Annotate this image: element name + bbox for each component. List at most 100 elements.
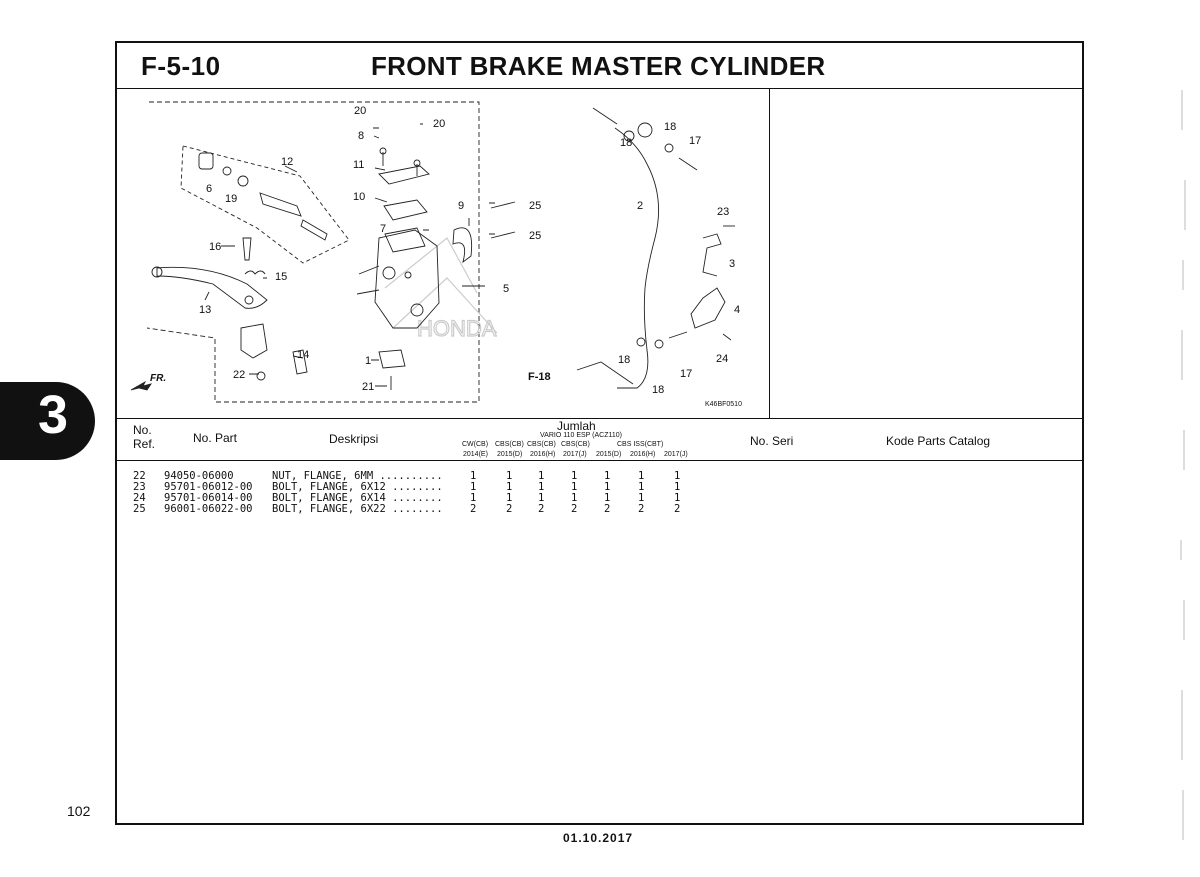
- table-row: 23 95701-06012-00 BOLT, FLANGE, 6X12 ...…: [117, 481, 1082, 493]
- callout-20b: 20: [433, 118, 446, 130]
- callout-11: 11: [353, 159, 365, 171]
- callout-18c: 18: [618, 354, 631, 366]
- header-year-6: 2016(H): [630, 451, 656, 458]
- row-ref: 23: [133, 481, 146, 493]
- callout-23: 23: [717, 206, 730, 218]
- callout-18d: 18: [652, 384, 665, 396]
- callout-25b: 25: [529, 230, 542, 242]
- header-model: VARIO 110 ESP (ACZ110): [540, 432, 622, 439]
- table-header-bottom-rule: [117, 460, 1082, 461]
- page-title: FRONT BRAKE MASTER CYLINDER: [371, 51, 826, 81]
- row-part-number: 95701-06014-00: [164, 492, 253, 504]
- header-year-3: 2016(H): [530, 451, 556, 458]
- row-qty: 1: [538, 481, 545, 493]
- callout-1: 1: [365, 355, 372, 367]
- row-qty: 2: [571, 503, 578, 515]
- row-qty: 1: [470, 481, 477, 493]
- row-qty: 2: [638, 503, 645, 515]
- callout-18a: 18: [620, 137, 633, 149]
- row-qty: 1: [674, 481, 681, 493]
- callout-20a: 20: [354, 105, 367, 117]
- table-header-top-rule: [117, 418, 1082, 419]
- table-row: 25 96001-06022-00 BOLT, FLANGE, 6X22 ...…: [117, 503, 1082, 515]
- row-ref: 24: [133, 492, 146, 504]
- catalog-page-frame: F-5-10 FRONT BRAKE MASTER CYLINDER HONDA: [115, 41, 1084, 825]
- header-year-4: 2017(J): [563, 451, 587, 458]
- callout-16: 16: [209, 241, 222, 253]
- callout-15: 15: [275, 271, 288, 283]
- callout-14: 14: [297, 349, 310, 361]
- callout-25a: 25: [529, 200, 542, 212]
- row-qty: 2: [674, 503, 681, 515]
- row-ref: 25: [133, 503, 146, 515]
- row-description: BOLT, FLANGE, 6X22 ........: [272, 503, 443, 515]
- row-qty: 2: [470, 503, 477, 515]
- header-no-part: No. Part: [193, 431, 238, 445]
- row-part-number: 94050-06000: [164, 470, 234, 482]
- row-qty: 2: [506, 503, 513, 515]
- header-no: No.: [133, 423, 152, 437]
- callout-18b: 18: [664, 121, 677, 133]
- row-qty: 1: [638, 470, 645, 482]
- header-variant-cbs2: CBS(CB): [527, 441, 556, 448]
- header-year-2: 2015(D): [497, 451, 523, 458]
- row-qty: 1: [470, 492, 477, 504]
- row-qty: 1: [604, 481, 611, 493]
- callout-9: 9: [458, 200, 465, 212]
- row-qty: 1: [674, 492, 681, 504]
- callout-5: 5: [503, 283, 510, 295]
- footer-date: 01.10.2017: [563, 831, 634, 845]
- row-description: BOLT, FLANGE, 6X14 ........: [272, 492, 443, 504]
- header-year-1: 2014(E): [463, 451, 488, 458]
- image-code: K46BF0510: [705, 401, 742, 408]
- section-code: F-5-10: [141, 51, 221, 81]
- row-qty: 1: [538, 492, 545, 504]
- page-number: 102: [67, 803, 91, 819]
- chapter-tab: [0, 382, 95, 460]
- row-qty: 1: [538, 470, 545, 482]
- callout-4: 4: [734, 304, 741, 316]
- svg-text:HONDA: HONDA: [417, 316, 497, 341]
- row-qty: 1: [604, 470, 611, 482]
- row-qty: 1: [674, 470, 681, 482]
- fr-label: FR.: [150, 373, 167, 384]
- row-qty: 1: [638, 492, 645, 504]
- callout-3: 3: [729, 258, 736, 270]
- row-qty: 1: [470, 470, 477, 482]
- reference-f18: F-18: [528, 371, 551, 383]
- table-row: 22 94050-06000 NUT, FLANGE, 6MM ........…: [117, 470, 1082, 482]
- header-no-seri: No. Seri: [750, 434, 794, 448]
- callout-24: 24: [716, 353, 729, 365]
- parts-diagram: HONDA: [130, 101, 735, 403]
- header-year-5: 2015(D): [596, 451, 622, 458]
- row-description: BOLT, FLANGE, 6X12 ........: [272, 481, 443, 493]
- header-kode-parts-catalog: Kode Parts Catalog: [886, 434, 991, 448]
- header-deskripsi: Deskripsi: [329, 432, 379, 446]
- diagram-divider: [769, 88, 770, 418]
- row-qty: 1: [638, 481, 645, 493]
- row-qty: 1: [506, 492, 513, 504]
- callout-6: 6: [206, 183, 213, 195]
- header-jumlah: Jumlah: [557, 419, 596, 433]
- scan-edge-marks: [1180, 90, 1186, 840]
- callout-2: 2: [637, 200, 644, 212]
- row-qty: 1: [571, 492, 578, 504]
- row-description: NUT, FLANGE, 6MM ..........: [272, 470, 443, 482]
- row-qty: 1: [571, 481, 578, 493]
- table-row: 24 95701-06014-00 BOLT, FLANGE, 6X14 ...…: [117, 492, 1082, 504]
- callout-8: 8: [358, 130, 365, 142]
- header-variant-iss: CBS ISS(CBT): [617, 441, 664, 448]
- callout-10: 10: [353, 191, 366, 203]
- callout-13: 13: [199, 304, 212, 316]
- callout-12: 12: [281, 156, 294, 168]
- title-row: F-5-10 FRONT BRAKE MASTER CYLINDER: [117, 43, 1082, 89]
- row-qty: 2: [604, 503, 611, 515]
- row-qty: 2: [538, 503, 545, 515]
- row-ref: 22: [133, 470, 146, 482]
- callout-19: 19: [225, 193, 238, 205]
- chapter-number: 3: [38, 385, 69, 445]
- row-part-number: 96001-06022-00: [164, 503, 253, 515]
- header-variant-cbs1: CBS(CB): [495, 441, 524, 448]
- row-qty: 1: [571, 470, 578, 482]
- row-qty: 1: [604, 492, 611, 504]
